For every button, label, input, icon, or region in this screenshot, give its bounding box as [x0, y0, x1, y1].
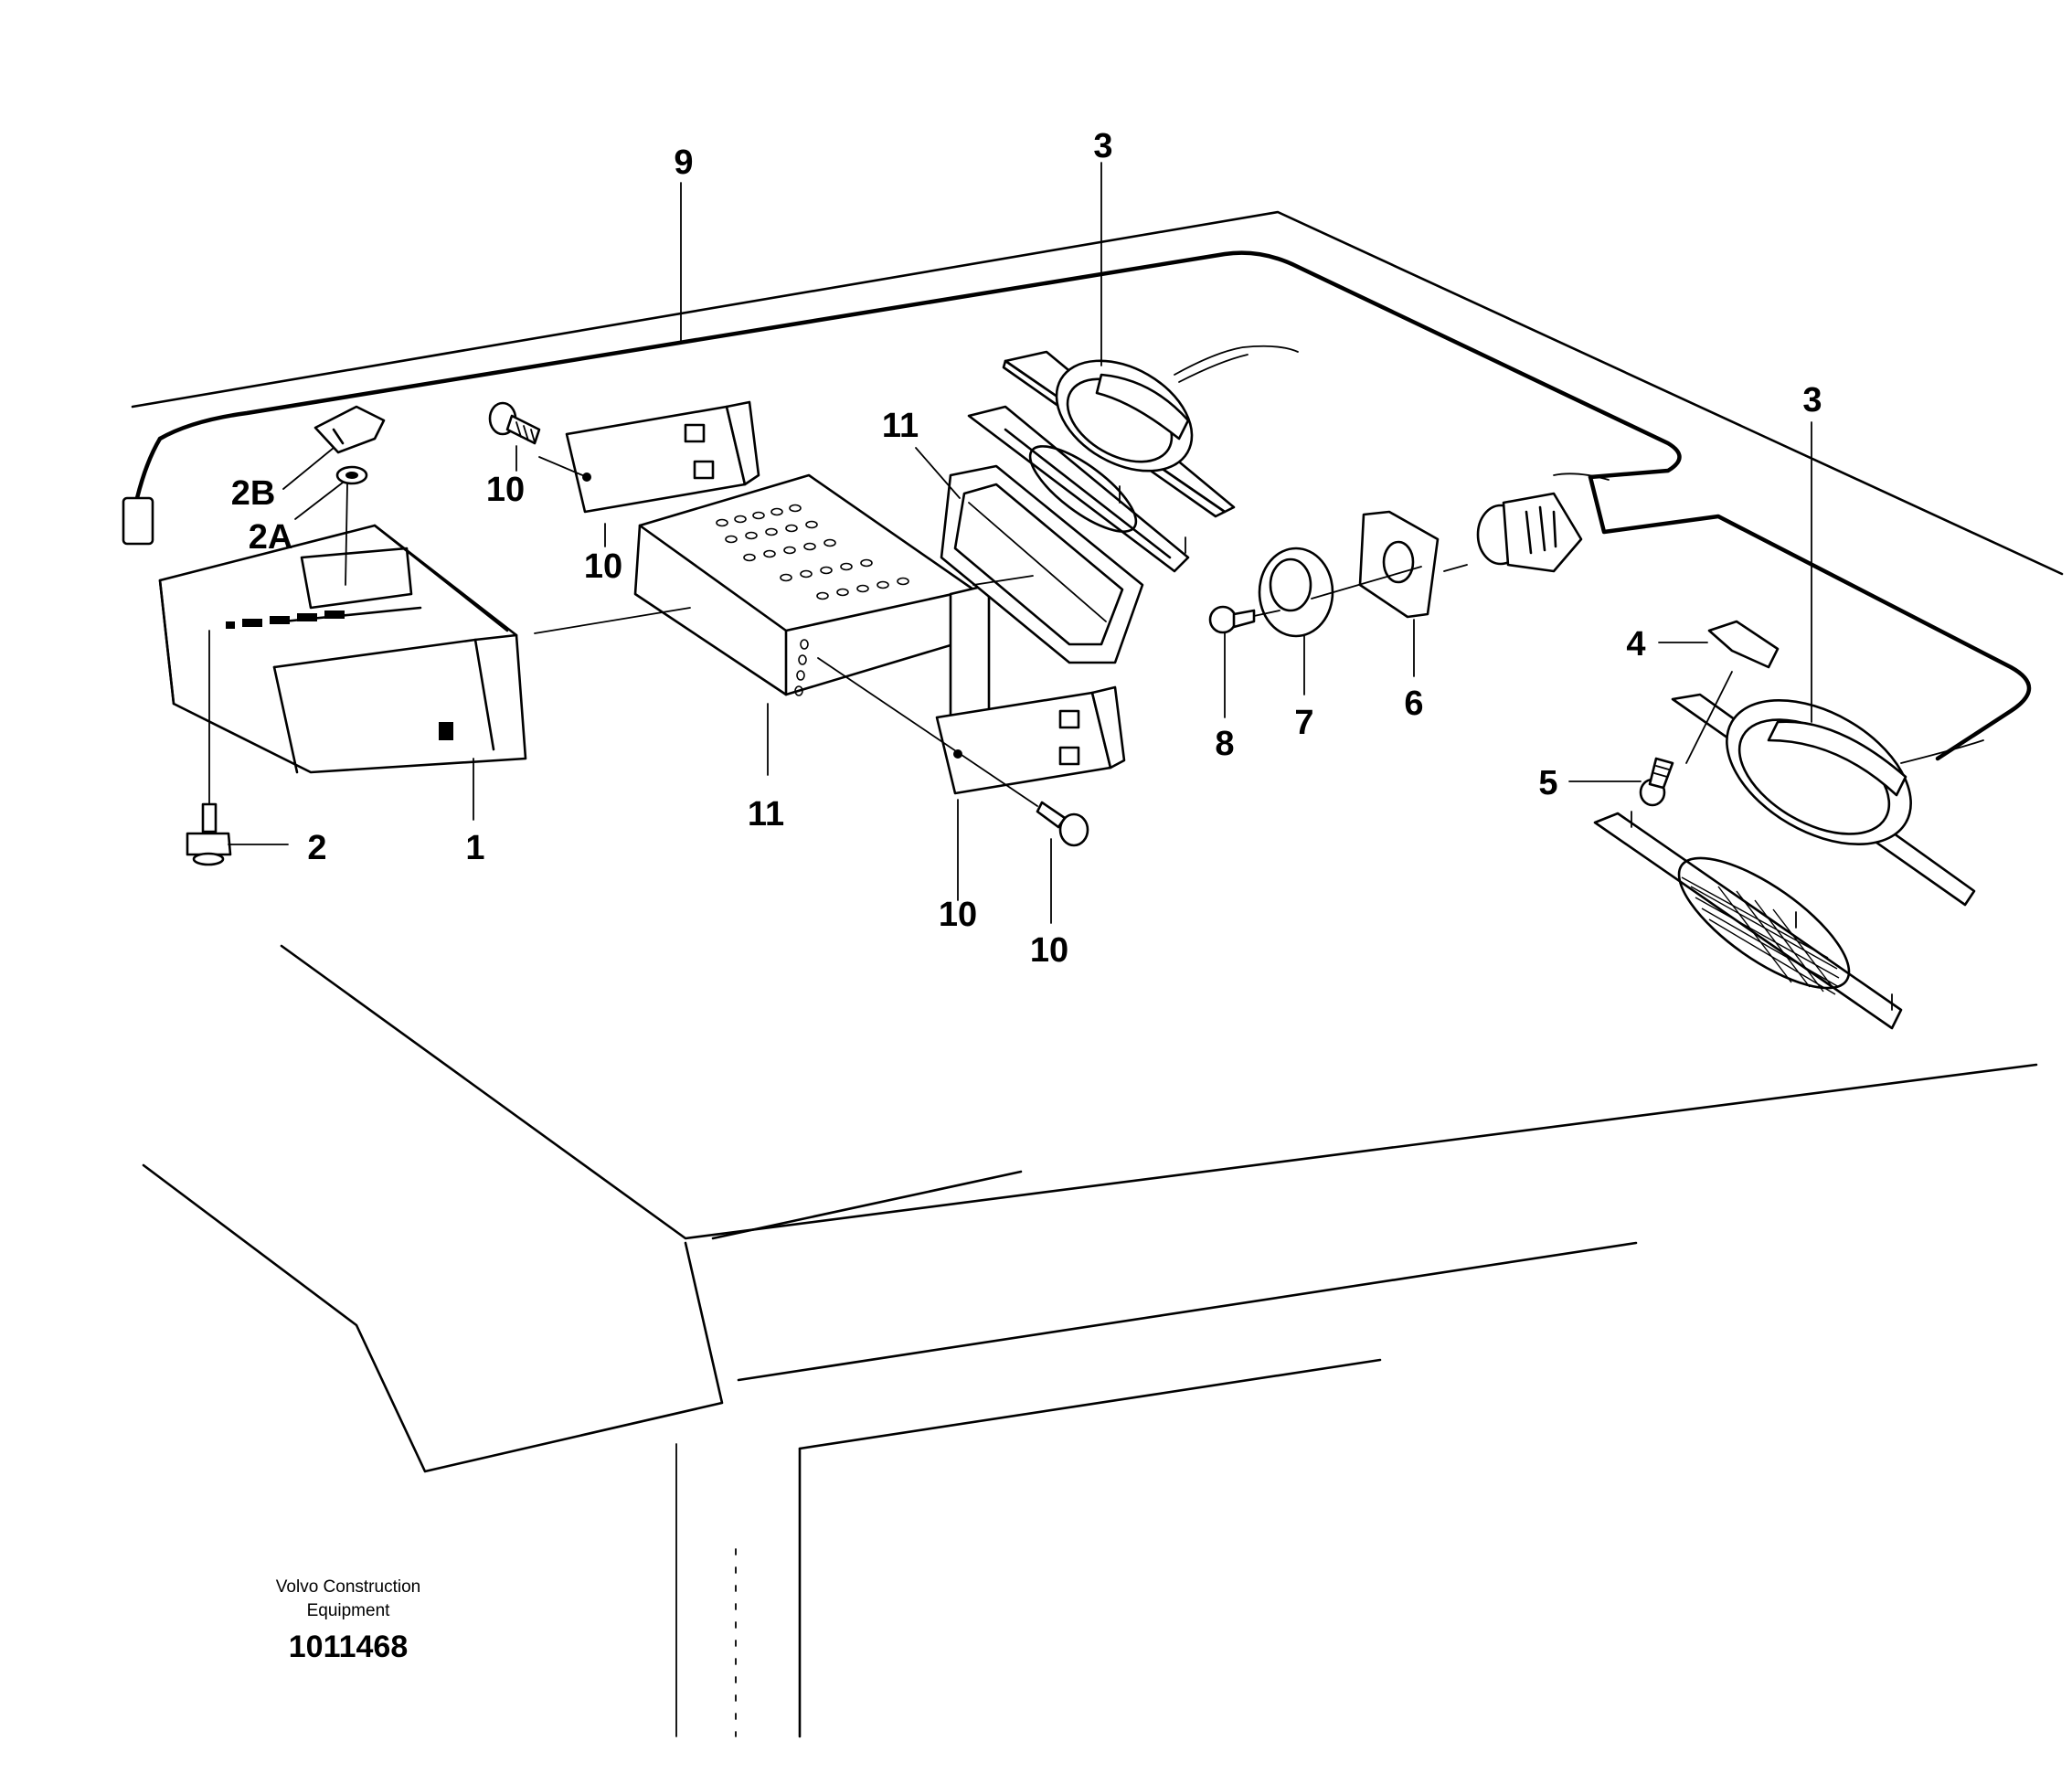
holder-slots	[226, 610, 345, 629]
drawing-number: 1011468	[289, 1630, 409, 1664]
clip-part-2b	[313, 405, 386, 454]
callout-7: 7	[1294, 704, 1313, 742]
radio-vent-holes	[716, 504, 909, 696]
callout-11-unit: 11	[748, 795, 784, 833]
callout-1: 1	[465, 829, 484, 867]
screw-part-5	[1639, 757, 1674, 807]
callout-8: 8	[1215, 725, 1234, 763]
bracket-part-10-upper	[538, 400, 760, 514]
callout-10-screw-lower: 10	[1030, 931, 1068, 970]
callout-labels: 9 3 3 11 11 10 10 10 10 2B 2A 2 1 4 5 6 …	[231, 127, 1822, 970]
radio-unit-part-11	[534, 473, 991, 728]
callout-10-screw-upper: 10	[486, 471, 525, 509]
callout-2b: 2B	[231, 474, 276, 513]
callout-2a: 2A	[249, 518, 293, 557]
callout-9: 9	[674, 143, 693, 182]
wiring-harness	[122, 345, 1984, 764]
speaker-part-3-lower	[1593, 693, 1976, 1030]
company-name-line2: Equipment	[307, 1601, 391, 1620]
callout-5: 5	[1538, 764, 1557, 802]
switch-plate-part-6	[1358, 510, 1440, 619]
bracket-part-10-lower	[817, 657, 1126, 807]
cab-roof-outline	[131, 210, 2064, 1738]
footer: Volvo Construction Equipment 1011468	[276, 1577, 420, 1664]
company-name-line1: Volvo Construction	[276, 1577, 420, 1597]
speaker-part-3-upper	[967, 350, 1236, 573]
screw-part-8	[1208, 605, 1280, 634]
callout-11-bezel: 11	[882, 407, 919, 445]
callout-3-upper: 3	[1093, 127, 1112, 165]
screw-part-10-lower	[1036, 801, 1089, 847]
switch-connector	[1443, 492, 1583, 573]
radio-bezel-part-11	[940, 464, 1144, 664]
callout-4: 4	[1626, 625, 1645, 664]
bolt-part-2	[186, 630, 232, 866]
callout-6: 6	[1404, 685, 1423, 723]
radio-holder-part-1	[158, 524, 527, 774]
knob-ring-part-7	[1258, 547, 1422, 638]
clip-part-4	[1685, 620, 1780, 764]
screw-part-10-upper	[488, 401, 541, 445]
callout-2: 2	[307, 829, 326, 867]
nut-part-2a	[335, 465, 368, 586]
speaker-grille-pattern	[1681, 876, 1840, 995]
callout-3-lower: 3	[1802, 381, 1822, 419]
leader-lines	[228, 162, 1812, 924]
callout-10-bracket-lower: 10	[939, 896, 977, 934]
callout-10-bracket-upper: 10	[584, 547, 622, 586]
